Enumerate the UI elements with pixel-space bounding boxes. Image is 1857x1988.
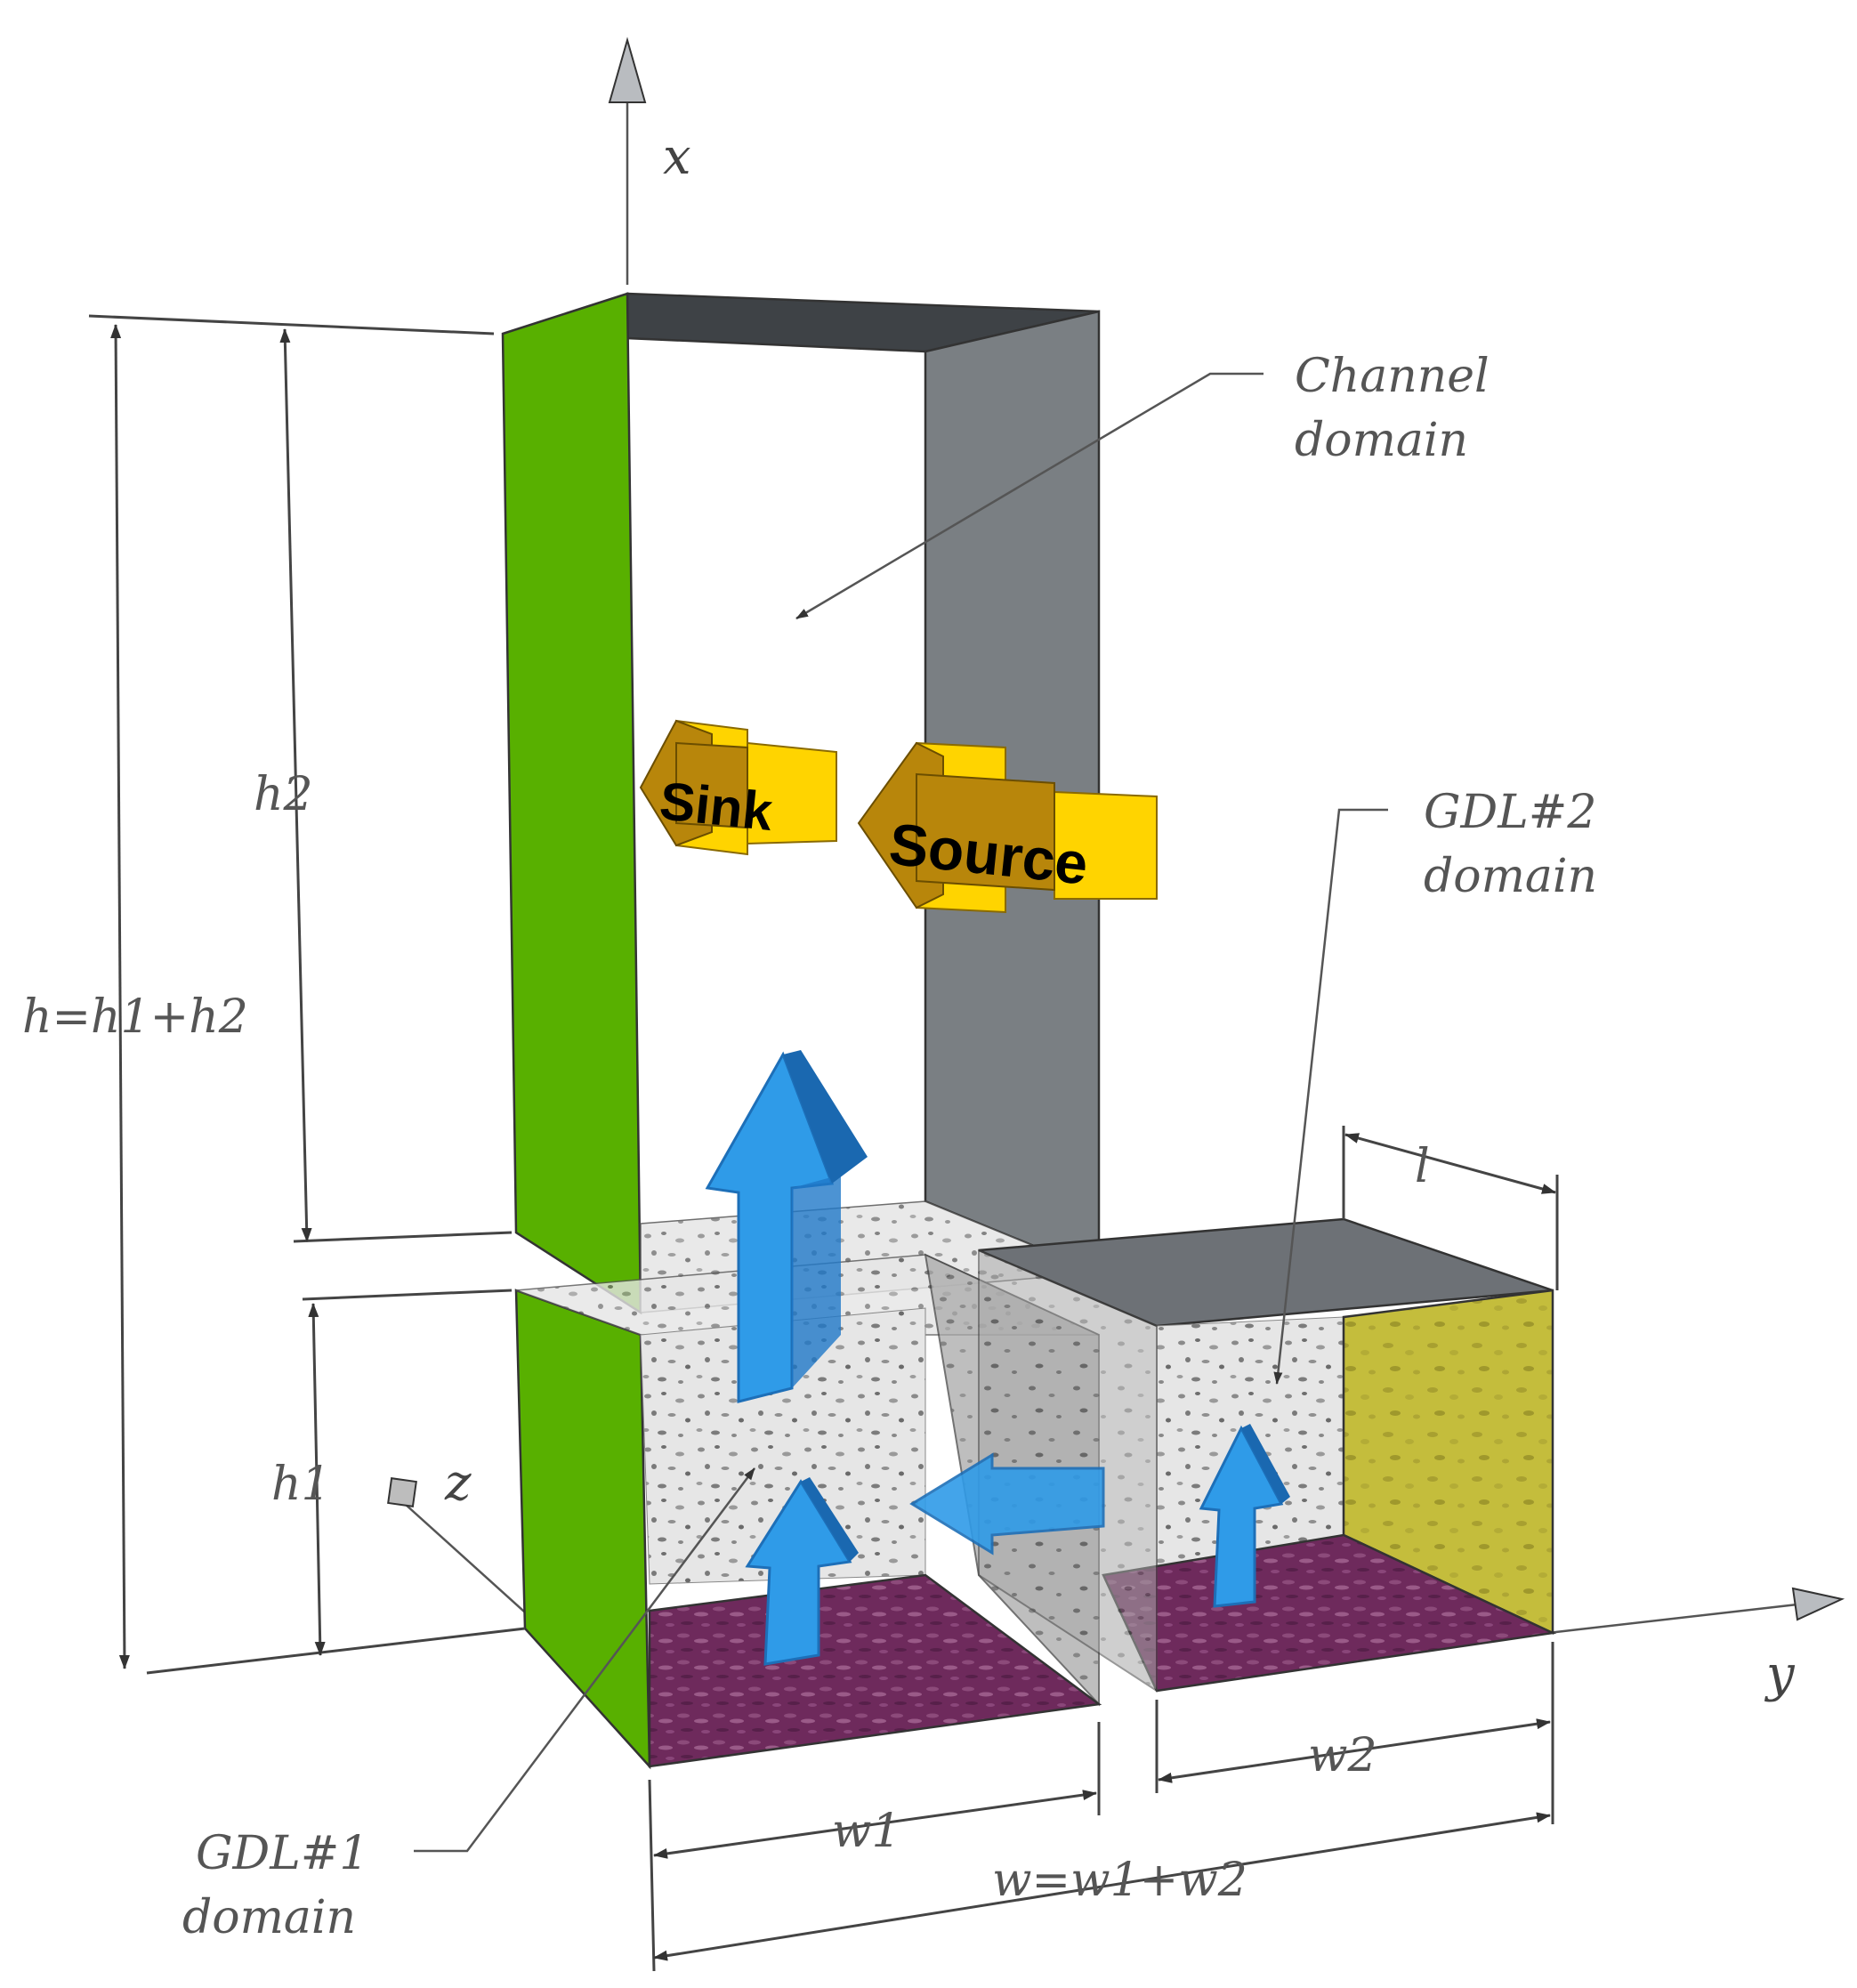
gdl1-left-wall [514, 1289, 651, 1770]
sink-arrow [639, 719, 837, 856]
flow-arrow-gdl-lateral [909, 1452, 1105, 1556]
dimension-w-label: w=w1+w2 [992, 1854, 1247, 1907]
dimension-w [653, 1812, 1551, 1961]
y-axis-label: y [1764, 1645, 1796, 1703]
flow-arrow-channel-up [705, 1050, 868, 1403]
dimension-h1 [308, 1303, 326, 1656]
channel-domain-leader [795, 372, 1264, 620]
gdl1-domain-label-line2: domain [182, 1891, 356, 1944]
sink-arrow-label: Sink [657, 771, 776, 842]
flow-arrow-gdl2-up [1199, 1424, 1290, 1608]
gdl2-domain-label-line2: domain [1424, 850, 1597, 903]
gdl1-domain-label-line1: GDL#1 [196, 1827, 368, 1880]
x-axis [608, 36, 647, 285]
channel-domain-label-line1: Channel [1295, 350, 1490, 403]
dimension-w2-label: w2 [1308, 1729, 1377, 1782]
gdl1-membrane-base [648, 1573, 1102, 1768]
gdl1-domain-leader [414, 1467, 755, 1853]
dimension-l [1344, 1133, 1556, 1194]
dimension-h-label: h=h1+h2 [22, 990, 248, 1044]
y-axis [1547, 1587, 1845, 1635]
channel-domain-label-line2: domain [1295, 414, 1468, 467]
z-axis-label: z [444, 1454, 472, 1512]
dimension-w2 [1158, 1718, 1551, 1783]
flow-arrow-gdl1-up [745, 1477, 859, 1666]
dimension-h2-label: h2 [254, 768, 313, 821]
dimension-w1-label: w1 [832, 1805, 901, 1858]
dimension-h [110, 324, 130, 1669]
gdl2-domain-leader [1273, 808, 1388, 1385]
x-axis-label: x [663, 128, 691, 186]
source-arrow [857, 741, 1158, 914]
channel-left-wall [501, 292, 642, 1315]
dimension-h1-label: h1 [271, 1458, 331, 1511]
dimension-l-label: l [1415, 1140, 1430, 1193]
gdl2-domain-label-line1: GDL#2 [1424, 786, 1596, 839]
dimension-h2 [279, 328, 312, 1242]
